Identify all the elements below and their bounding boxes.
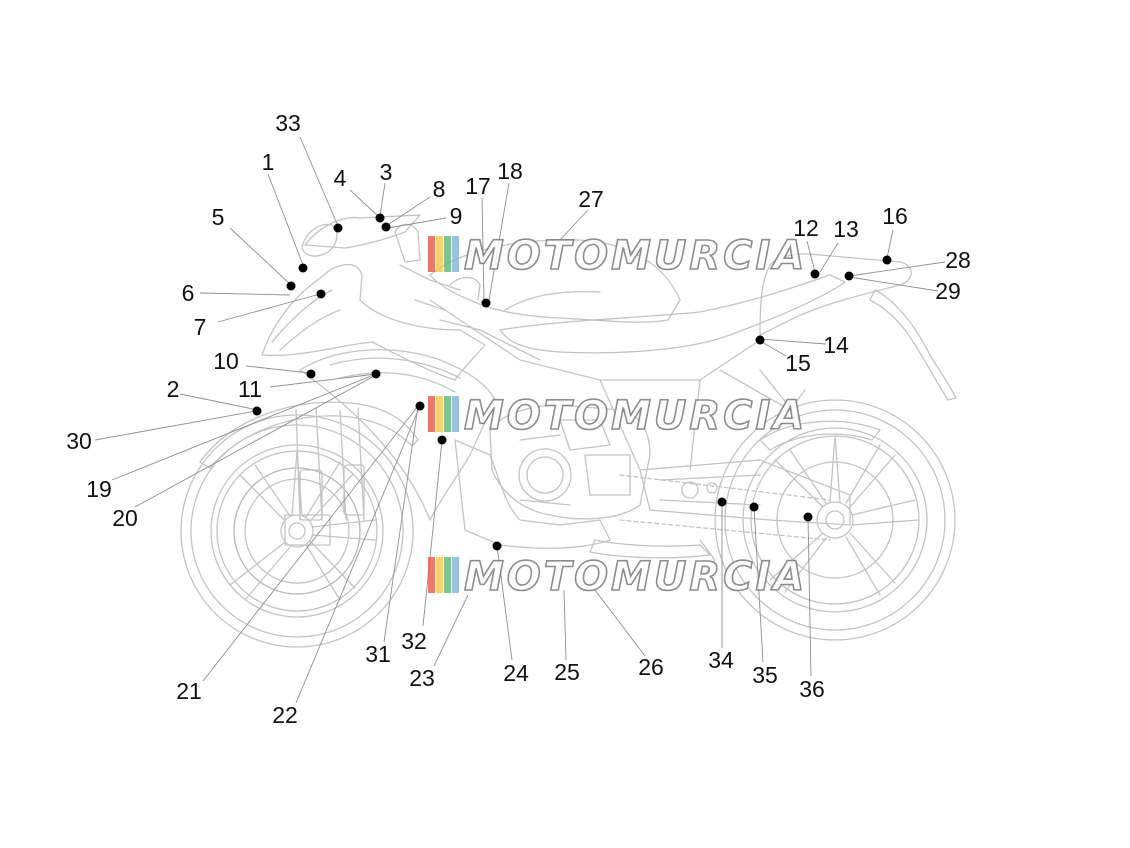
marker-dot: [316, 289, 326, 299]
watermark-text: MOTOMURCIA: [464, 393, 807, 439]
marker-dot: [415, 401, 425, 411]
callout-2: 2: [167, 376, 180, 402]
watermark-top: MOTOMURCIA: [428, 232, 807, 280]
callout-6: 6: [182, 280, 195, 306]
callout-22: 22: [272, 702, 298, 728]
callout-15: 15: [785, 350, 811, 376]
watermark-text: MOTOMURCIA: [464, 554, 807, 600]
callout-10: 10: [213, 348, 239, 374]
callout-11: 11: [238, 376, 262, 402]
fuel-tank: [429, 239, 681, 323]
leader-lines: [94, 136, 946, 704]
callout-30: 30: [66, 428, 92, 454]
callout-19: 19: [86, 476, 112, 502]
callout-32: 32: [401, 628, 427, 654]
callout-33: 33: [275, 110, 301, 136]
callout-12: 12: [793, 215, 819, 241]
marker-dot: [298, 263, 308, 273]
callout-23: 23: [409, 665, 435, 691]
callout-28: 28: [945, 247, 971, 273]
engine: [489, 404, 651, 520]
seat: [499, 274, 846, 354]
callout-7: 7: [194, 314, 207, 340]
marker-dot: [306, 369, 316, 379]
marker-dot: [492, 541, 502, 551]
callout-29: 29: [935, 278, 961, 304]
front-forks: [284, 407, 365, 546]
callout-31: 31: [365, 641, 391, 667]
callout-labels: 1 2 3 4 5 6 7 8 9 10 11 12 13 14 15 16 1…: [66, 110, 971, 728]
callout-18: 18: [497, 158, 523, 184]
callout-35: 35: [752, 662, 778, 688]
callout-21: 21: [176, 678, 202, 704]
callout-4: 4: [334, 165, 347, 191]
callout-5: 5: [212, 204, 225, 230]
marker-dot: [844, 271, 854, 281]
callout-36: 36: [799, 676, 825, 702]
side-fairing: [299, 349, 496, 521]
marker-dot: [717, 497, 727, 507]
callout-24: 24: [503, 660, 529, 686]
marker-dot: [252, 406, 262, 416]
front-fairing: [261, 263, 486, 381]
callout-34: 34: [708, 647, 734, 673]
motorcycle-line-art: [180, 214, 957, 648]
front-fender: [199, 401, 419, 469]
callout-13: 13: [833, 216, 859, 242]
callout-26: 26: [638, 654, 664, 680]
callout-20: 20: [112, 505, 138, 531]
marker-dot: [286, 281, 296, 291]
callout-3: 3: [380, 159, 393, 185]
windscreen: [304, 214, 421, 249]
marker-dot: [810, 269, 820, 279]
marker-dot: [481, 298, 491, 308]
marker-dot: [333, 223, 343, 233]
callout-1: 1: [262, 149, 275, 175]
watermark-text: MOTOMURCIA: [464, 233, 807, 279]
watermark-middle: MOTOMURCIA: [428, 392, 807, 440]
marker-dot: [375, 213, 385, 223]
marker-dot: [437, 435, 447, 445]
marker-dot: [749, 502, 759, 512]
marker-dot: [371, 369, 381, 379]
marker-dot: [882, 255, 892, 265]
callout-17: 17: [465, 173, 491, 199]
callout-27: 27: [578, 186, 604, 212]
license-plate-holder: [869, 289, 957, 401]
rear-wheel: [714, 399, 956, 641]
mirror: [301, 223, 338, 257]
swingarm: [639, 459, 851, 526]
callout-14: 14: [823, 332, 849, 358]
callout-25: 25: [554, 659, 580, 685]
callout-8: 8: [433, 176, 446, 202]
lower-fairing: [454, 439, 611, 549]
callout-9: 9: [450, 203, 463, 229]
watermark-bottom: MOTOMURCIA: [428, 553, 807, 601]
marker-dot: [381, 222, 391, 232]
callout-16: 16: [882, 203, 908, 229]
marker-dot: [803, 512, 813, 522]
marker-dot: [755, 335, 765, 345]
marker-dots: [252, 213, 892, 551]
